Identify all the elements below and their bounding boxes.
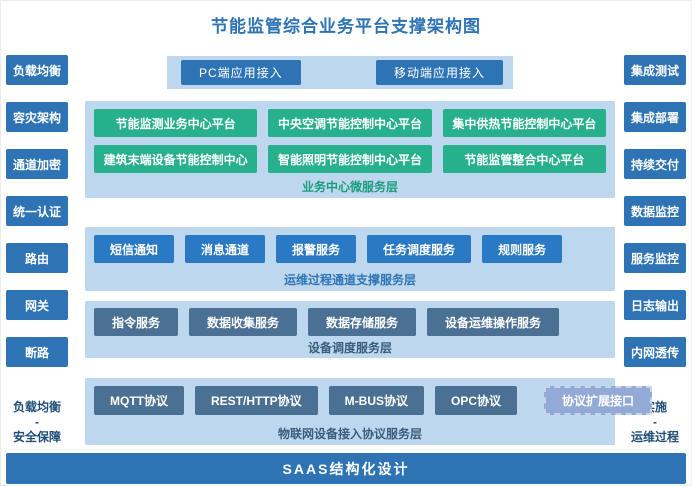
channel-box-task-scheduling: 任务调度服务 <box>367 235 472 263</box>
caption-line: 安全保障 <box>12 430 61 444</box>
business-row-2: 建筑末端设备节能控制中心 智能照明节能控制中心平台 节能监管整合中心平台 <box>94 145 606 173</box>
page-title: 节能监管综合业务平台支撑架构图 <box>211 17 481 36</box>
saas-bar: SAAS结构化设计 <box>6 453 686 484</box>
sidebar-item-circuit-break: 断路 <box>6 337 68 367</box>
biz-box-central-heating: 集中供热节能控制中心平台 <box>442 109 606 137</box>
protocol-layer-label: 物联网设备接入协议服务层 <box>277 427 422 441</box>
sidebar-item-routing: 路由 <box>6 243 68 273</box>
access-layer: PC端应用接入 移动端应用接入 <box>167 56 513 89</box>
protocol-box-opc: OPC协议 <box>435 386 518 415</box>
device-layer: 指令服务 数据收集服务 数据存储服务 设备运维操作服务 设备调度服务层 <box>85 301 615 358</box>
protocol-box-rest-http: REST/HTTP协议 <box>195 386 318 415</box>
left-sidebar: 负载均衡 容灾架构 通道加密 统一认证 路由 网关 断路 负载均衡 - 安全保障 <box>6 55 68 445</box>
channel-box-sms: 短信通知 <box>94 235 175 263</box>
channel-box-message: 消息通道 <box>185 235 266 263</box>
sidebar-item-channel-encryption: 通道加密 <box>6 149 68 179</box>
business-layer-label: 业务中心微服务层 <box>301 180 398 194</box>
biz-box-hvac-control: 中央空调节能控制中心平台 <box>268 109 432 137</box>
caption-line: 负载均衡 <box>12 400 61 414</box>
business-layer: 节能监测业务中心平台 中央空调节能控制中心平台 集中供热节能控制中心平台 建筑末… <box>85 101 615 198</box>
biz-box-smart-lighting: 智能照明节能控制中心平台 <box>268 145 432 173</box>
protocol-box-extension: 协议扩展接口 <box>544 386 653 415</box>
right-sidebar: 集成测试 集成部署 持续交付 数据监控 服务监控 日志输出 内网透传 实施 - … <box>624 55 686 445</box>
device-box-data-storage: 数据存储服务 <box>308 308 417 336</box>
protocol-layer: MQTT协议 REST/HTTP协议 M-BUS协议 OPC协议 协议扩展接口 … <box>85 378 653 445</box>
caption-line: - <box>35 415 39 429</box>
sidebar-item-integration-deploy: 集成部署 <box>624 102 686 132</box>
sidebar-item-service-monitoring: 服务监控 <box>624 243 686 273</box>
business-row-1: 节能监测业务中心平台 中央空调节能控制中心平台 集中供热节能控制中心平台 <box>94 109 606 137</box>
device-box-device-ops: 设备运维操作服务 <box>427 308 560 336</box>
device-box-command: 指令服务 <box>94 308 179 336</box>
channel-box-rules: 规则服务 <box>482 235 563 263</box>
access-item-pc: PC端应用接入 <box>181 60 301 85</box>
caption-line: - <box>653 415 657 429</box>
sidebar-item-continuous-delivery: 持续交付 <box>624 149 686 179</box>
device-layer-label: 设备调度服务层 <box>307 341 392 355</box>
sidebar-item-log-output: 日志输出 <box>624 290 686 320</box>
sidebar-item-intranet-passthrough: 内网透传 <box>624 337 686 367</box>
protocol-box-mqtt: MQTT协议 <box>94 386 184 415</box>
sidebar-item-data-monitoring: 数据监控 <box>624 196 686 226</box>
sidebar-item-gateway: 网关 <box>6 290 68 320</box>
device-row: 指令服务 数据收集服务 数据存储服务 设备运维操作服务 <box>94 308 606 336</box>
channel-row: 短信通知 消息通道 报警服务 任务调度服务 规则服务 <box>94 235 606 263</box>
sidebar-item-unified-auth: 统一认证 <box>6 196 68 226</box>
device-box-data-collection: 数据收集服务 <box>189 308 298 336</box>
channel-layer-label: 运维过程通道支撑服务层 <box>283 273 416 287</box>
biz-box-building-terminal: 建筑末端设备节能控制中心 <box>94 145 258 173</box>
biz-box-energy-monitoring: 节能监测业务中心平台 <box>94 109 258 137</box>
sidebar-item-disaster-recovery: 容灾架构 <box>6 102 68 132</box>
sidebar-item-integration-test: 集成测试 <box>624 55 686 85</box>
protocol-row: MQTT协议 REST/HTTP协议 M-BUS协议 OPC协议 协议扩展接口 <box>94 386 653 415</box>
access-item-mobile: 移动端应用接入 <box>375 60 503 85</box>
channel-layer: 短信通知 消息通道 报警服务 任务调度服务 规则服务 运维过程通道支撑服务层 <box>85 227 615 291</box>
sidebar-item-load-balancing: 负载均衡 <box>6 55 68 85</box>
biz-box-supervision-integration: 节能监管整合中心平台 <box>442 145 606 173</box>
left-sidebar-caption: 负载均衡 - 安全保障 <box>6 400 68 445</box>
caption-line: 运维过程 <box>630 430 679 444</box>
protocol-box-mbus: M-BUS协议 <box>328 386 425 415</box>
channel-box-alarm: 报警服务 <box>276 235 357 263</box>
